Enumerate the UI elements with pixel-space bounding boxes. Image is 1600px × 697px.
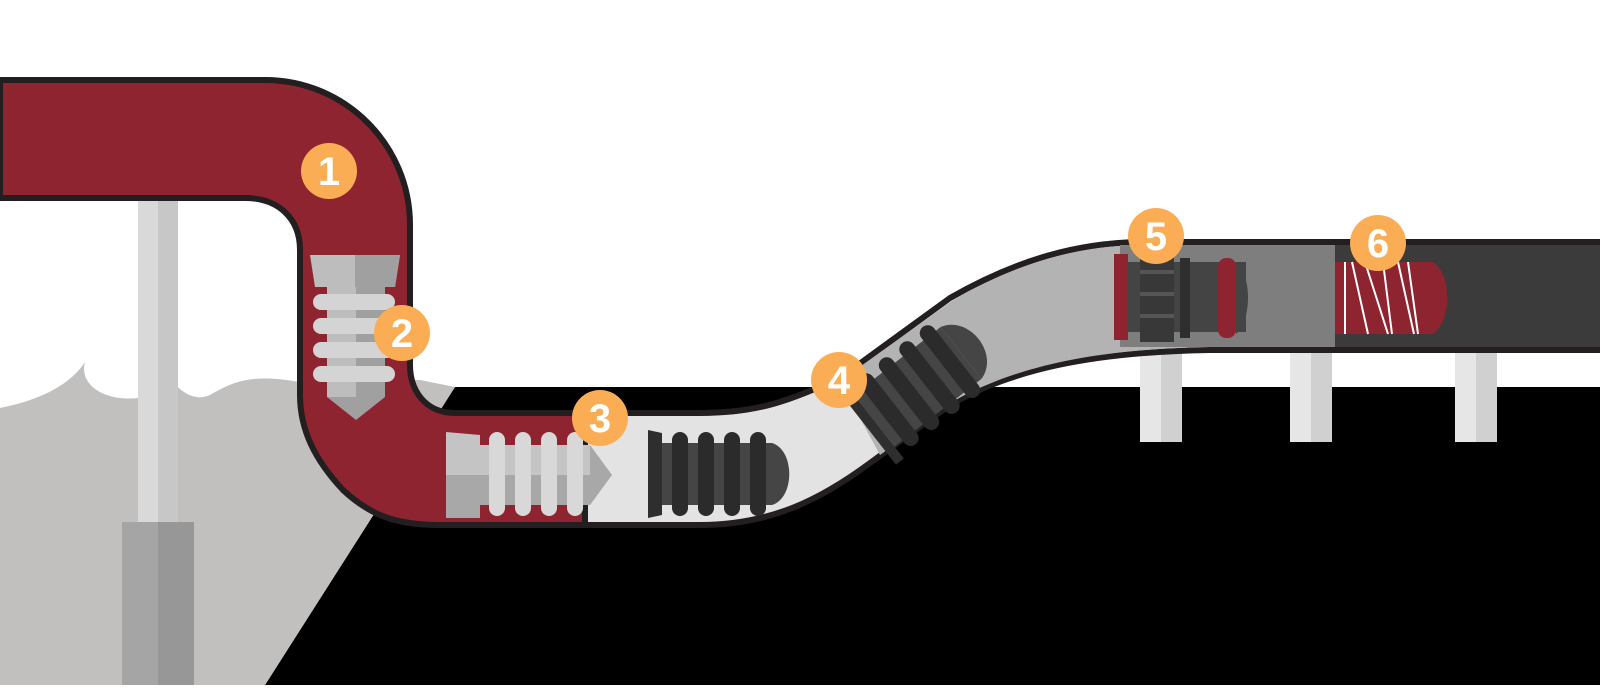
badge-2-label: 2 xyxy=(391,312,413,356)
badge-1: 1 xyxy=(301,143,357,199)
badge-6-label: 6 xyxy=(1367,222,1389,266)
badge-1-label: 1 xyxy=(318,150,340,194)
badge-4: 4 xyxy=(811,352,867,408)
badge-3: 3 xyxy=(572,390,628,446)
badge-3-label: 3 xyxy=(589,397,611,441)
badge-4-label: 4 xyxy=(828,359,851,403)
left-support-base-shade xyxy=(158,522,194,685)
threaded-metal-plug-icon-3a xyxy=(446,432,612,518)
wrapped-sleeve-icon xyxy=(1335,261,1448,335)
right-support-posts xyxy=(1140,350,1497,442)
badge-2: 2 xyxy=(374,305,430,361)
threaded-metal-plug-icon xyxy=(310,255,400,420)
pipe-red-section xyxy=(0,77,588,528)
badge-5-label: 5 xyxy=(1145,215,1167,259)
badge-6: 6 xyxy=(1350,215,1406,271)
flanged-rubber-plug-icon xyxy=(1114,254,1248,342)
left-support-post-shade xyxy=(158,198,178,528)
rubber-plug-icon-3b xyxy=(648,430,790,518)
badge-5: 5 xyxy=(1128,208,1184,264)
